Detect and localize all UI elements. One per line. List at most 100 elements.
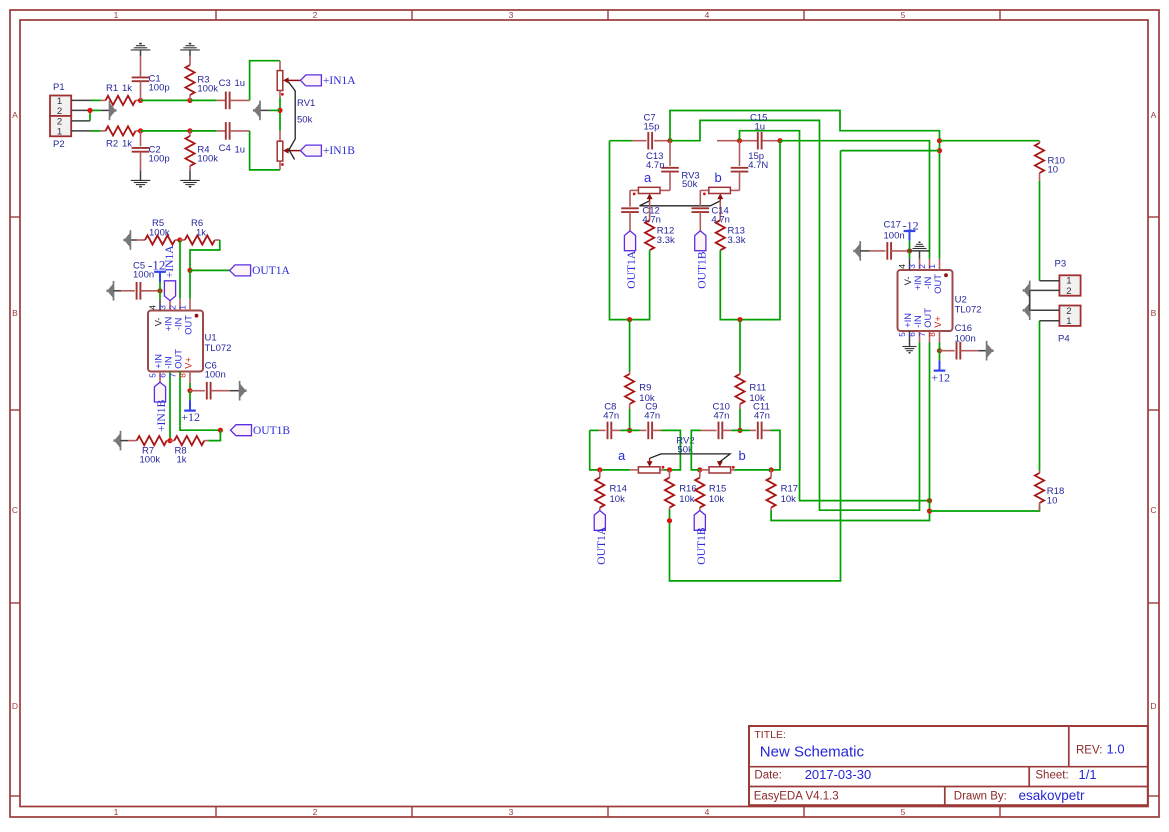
svg-text:C5: C5 [133, 261, 145, 272]
svg-text:6: 6 [907, 332, 917, 337]
svg-text:3.3k: 3.3k [728, 235, 746, 246]
svg-text:OUT: OUT [173, 349, 183, 369]
svg-text:RV2: RV2 [676, 436, 694, 447]
svg-text:R3: R3 [197, 75, 209, 86]
svg-text:+IN: +IN [903, 313, 913, 328]
svg-text:10: 10 [1047, 495, 1058, 506]
svg-text:1k: 1k [177, 455, 187, 466]
svg-text:a: a [618, 448, 626, 463]
svg-text:C4: C4 [219, 143, 231, 154]
svg-text:R1: R1 [106, 83, 118, 94]
svg-text:47n: 47n [754, 411, 770, 422]
svg-text:-12: -12 [903, 218, 919, 232]
svg-text:1: 1 [114, 10, 119, 20]
svg-text:OUT1B: OUT1B [695, 527, 708, 565]
svg-text:C7: C7 [644, 113, 656, 124]
svg-text:OUT1A: OUT1A [252, 265, 290, 277]
svg-text:P4: P4 [1058, 334, 1070, 345]
svg-text:10k: 10k [709, 494, 725, 505]
svg-text:10k: 10k [610, 494, 626, 505]
svg-text:1u: 1u [235, 78, 246, 89]
svg-text:+12: +12 [931, 370, 950, 384]
svg-text:2: 2 [313, 10, 318, 20]
svg-text:50k: 50k [682, 179, 698, 190]
svg-text:Drawn By:: Drawn By: [954, 790, 1007, 802]
svg-text:C17: C17 [884, 220, 901, 231]
svg-text:D: D [12, 701, 18, 711]
svg-text:1u: 1u [235, 144, 246, 155]
svg-text:+IN: +IN [913, 276, 923, 291]
svg-text:4.7N: 4.7N [748, 160, 768, 171]
svg-text:P2: P2 [53, 139, 65, 150]
svg-text:D: D [1150, 701, 1156, 711]
svg-text:R15: R15 [709, 484, 726, 495]
svg-text:C15: C15 [750, 113, 767, 124]
svg-text:8: 8 [927, 332, 937, 337]
svg-text:100p: 100p [149, 154, 170, 165]
svg-text:TITLE:: TITLE: [754, 729, 786, 741]
svg-text:R6: R6 [191, 218, 203, 229]
svg-text:b: b [715, 170, 722, 185]
svg-text:b: b [739, 448, 746, 463]
svg-text:A: A [1151, 110, 1157, 120]
svg-text:10k: 10k [679, 494, 695, 505]
svg-text:1/1: 1/1 [1079, 767, 1097, 782]
svg-text:C14: C14 [711, 206, 728, 217]
svg-text:1: 1 [57, 96, 62, 107]
svg-text:RV1: RV1 [297, 98, 315, 109]
svg-text:R17: R17 [781, 484, 798, 495]
svg-text:C: C [12, 505, 18, 515]
svg-text:B: B [1151, 308, 1157, 318]
svg-text:+12: +12 [181, 410, 200, 424]
svg-text:1: 1 [114, 807, 119, 817]
svg-text:1k: 1k [196, 228, 206, 239]
svg-text:5: 5 [901, 10, 906, 20]
svg-text:2: 2 [57, 116, 62, 127]
svg-text:OUT1A: OUT1A [625, 250, 638, 289]
svg-text:R8: R8 [175, 446, 187, 457]
svg-text:1.0: 1.0 [1107, 742, 1125, 757]
svg-text:4.7n: 4.7n [642, 214, 661, 225]
svg-text:C2: C2 [149, 144, 161, 155]
svg-text:1: 1 [57, 127, 62, 138]
svg-text:100p: 100p [149, 83, 170, 94]
svg-text:1u: 1u [755, 122, 766, 133]
svg-text:esakovpetr: esakovpetr [1019, 788, 1086, 803]
svg-text:1k: 1k [122, 83, 132, 94]
svg-text:R16: R16 [679, 484, 696, 495]
svg-text:3.3k: 3.3k [657, 235, 675, 246]
svg-text:100n: 100n [133, 270, 154, 281]
svg-text:4: 4 [897, 264, 907, 269]
svg-text:4: 4 [705, 10, 710, 20]
svg-text:REV:: REV: [1076, 744, 1102, 756]
svg-text:C11: C11 [753, 402, 770, 413]
svg-text:2: 2 [1066, 306, 1071, 317]
svg-text:+IN: +IN [153, 354, 163, 369]
svg-text:V+: V+ [933, 316, 943, 328]
svg-text:-12: -12 [148, 258, 165, 273]
svg-text:Sheet:: Sheet: [1035, 770, 1068, 782]
svg-text:C12: C12 [642, 206, 659, 217]
svg-text:+IN1A: +IN1A [163, 245, 176, 279]
svg-text:C8: C8 [604, 402, 616, 413]
svg-text:15p: 15p [644, 122, 660, 133]
svg-text:3: 3 [158, 305, 168, 310]
svg-text:5: 5 [148, 373, 158, 378]
svg-text:100k: 100k [149, 228, 170, 239]
svg-text:OUT1B: OUT1B [253, 425, 290, 437]
svg-text:2: 2 [57, 106, 62, 117]
svg-text:2: 2 [1066, 286, 1071, 297]
svg-text:2017-03-30: 2017-03-30 [805, 767, 872, 782]
svg-text:7: 7 [168, 373, 178, 378]
svg-text:RV3: RV3 [681, 170, 699, 181]
svg-text:47n: 47n [714, 411, 730, 422]
svg-text:OUT1B: OUT1B [696, 251, 709, 289]
svg-text:New Schematic: New Schematic [760, 744, 865, 761]
svg-text:R14: R14 [610, 484, 627, 495]
svg-text:TL072: TL072 [955, 305, 982, 316]
svg-text:A: A [12, 110, 18, 120]
svg-text:2: 2 [313, 807, 318, 817]
svg-text:100n: 100n [884, 231, 905, 242]
svg-text:1k: 1k [122, 138, 132, 149]
svg-text:V-: V- [903, 277, 913, 286]
